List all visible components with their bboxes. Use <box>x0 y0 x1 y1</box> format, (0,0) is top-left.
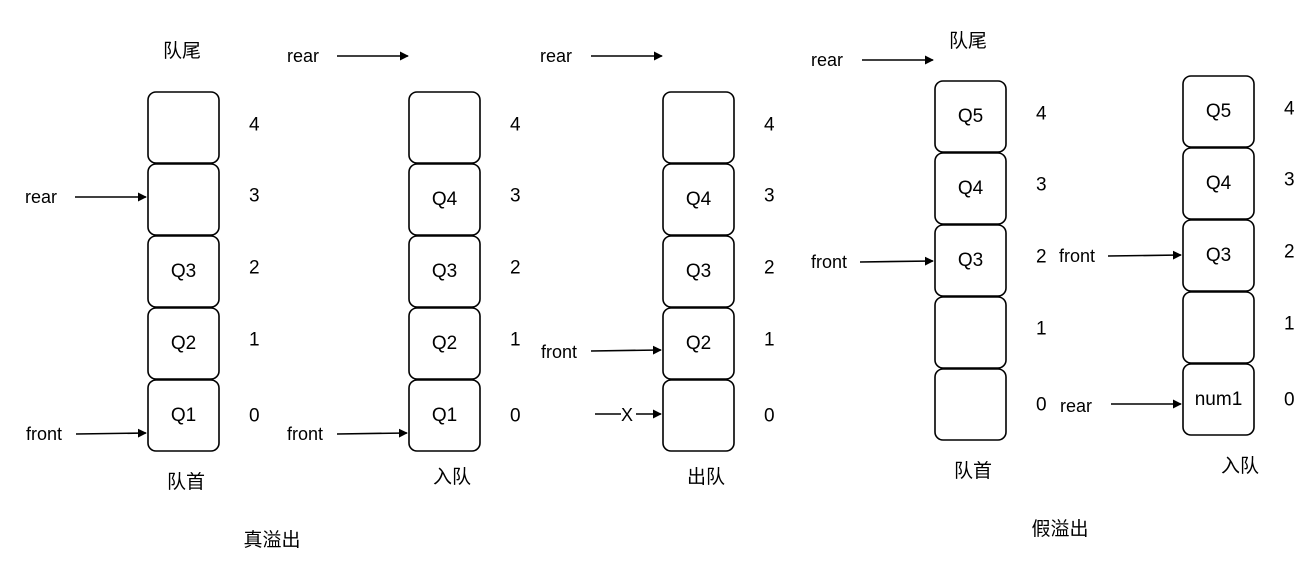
queue-cell-3: Q4 <box>408 163 481 236</box>
queue-stack-3: rear Q4 Q3 Q2 4 3 2 1 0 front X 出队 <box>540 46 775 488</box>
head-caption: 队首 <box>167 471 205 493</box>
index-label: 0 <box>1284 390 1295 411</box>
index-label: 4 <box>510 115 521 136</box>
index-label: 3 <box>1284 170 1295 191</box>
index-label: 2 <box>1284 242 1295 263</box>
queue-cell-1: Q2 <box>408 307 481 380</box>
queue-cell-0 <box>662 379 735 452</box>
queue-cell-3 <box>147 163 220 236</box>
rear-pointer-label: rear <box>540 46 572 66</box>
index-label: 1 <box>1036 319 1047 340</box>
queue-cell-1 <box>1182 291 1255 364</box>
false-overflow-caption: 假溢出 <box>1031 518 1088 540</box>
index-label: 1 <box>1284 314 1295 335</box>
index-label: 3 <box>764 186 775 207</box>
svg-text:Q1: Q1 <box>171 405 196 426</box>
queue-cell-1: Q2 <box>147 307 220 380</box>
index-label: 1 <box>249 330 260 351</box>
index-label: 4 <box>1284 99 1295 120</box>
svg-text:Q4: Q4 <box>958 178 984 199</box>
front-pointer-arrow <box>1107 250 1182 260</box>
queue-stack-4: 队尾 rear Q5 Q4 Q3 4 3 2 1 0 front 队首 <box>811 30 1047 482</box>
rear-pointer-label: rear <box>287 46 319 66</box>
svg-text:Q2: Q2 <box>171 333 196 354</box>
queue-cell-2: Q3 <box>147 235 220 308</box>
index-label: 3 <box>249 186 260 207</box>
queue-cell-2: Q3 <box>662 235 735 308</box>
svg-text:Q4: Q4 <box>432 189 458 210</box>
index-label: 4 <box>764 115 775 136</box>
index-label: 1 <box>764 330 775 351</box>
front-pointer-label: front <box>26 424 62 444</box>
head-caption: 队首 <box>954 460 992 482</box>
queue-cell-2: Q3 <box>934 224 1007 297</box>
queue-cell-0: num1 <box>1182 363 1255 436</box>
queue-cell-4: Q5 <box>934 80 1007 153</box>
svg-text:num1: num1 <box>1195 389 1243 410</box>
svg-text:Q3: Q3 <box>958 250 983 271</box>
tail-caption: 队尾 <box>163 40 201 62</box>
front-pointer-label: front <box>541 342 577 362</box>
front-pointer-arrow <box>336 428 408 438</box>
index-label: 0 <box>1036 395 1047 416</box>
rear-pointer-label: rear <box>25 187 57 207</box>
front-pointer-label: front <box>811 252 847 272</box>
enqueue-caption: 入队 <box>433 466 471 488</box>
rear-pointer-label: rear <box>811 50 843 70</box>
svg-text:Q3: Q3 <box>432 261 457 282</box>
queue-cell-0: Q1 <box>147 379 220 452</box>
queue-cell-4: Q5 <box>1182 75 1255 148</box>
queue-cell-3: Q4 <box>1182 147 1255 220</box>
svg-text:Q2: Q2 <box>686 333 711 354</box>
queue-cell-3: Q4 <box>934 152 1007 225</box>
front-pointer-label: front <box>287 424 323 444</box>
queue-stack-1: 队尾 Q3 Q2 Q1 4 3 2 1 0 rear front 队首 <box>25 40 260 493</box>
index-label: 2 <box>764 258 775 279</box>
enqueue-caption: 入队 <box>1221 455 1259 477</box>
queue-cell-3: Q4 <box>662 163 735 236</box>
removed-pointer-mark: X <box>621 405 633 425</box>
queue-cell-0: Q1 <box>408 379 481 452</box>
index-label: 2 <box>1036 247 1047 268</box>
index-label: 4 <box>1036 104 1047 125</box>
index-label: 2 <box>249 258 260 279</box>
queue-cell-1: Q2 <box>662 307 735 380</box>
index-label: 4 <box>249 115 260 136</box>
svg-text:Q3: Q3 <box>1206 245 1231 266</box>
queue-stack-5: Q5 Q4 Q3 num1 4 3 2 1 0 front rear 入队 <box>1059 75 1295 477</box>
index-label: 0 <box>510 406 521 427</box>
queue-cell-2: Q3 <box>408 235 481 308</box>
index-label: 0 <box>764 406 775 427</box>
front-pointer-arrow <box>75 428 147 438</box>
front-pointer-arrow <box>859 256 934 266</box>
svg-text:Q5: Q5 <box>958 106 983 127</box>
front-pointer-label: front <box>1059 246 1095 266</box>
svg-text:Q3: Q3 <box>171 261 196 282</box>
queue-cell-4 <box>408 91 481 164</box>
svg-text:Q1: Q1 <box>432 405 457 426</box>
svg-text:Q4: Q4 <box>1206 173 1232 194</box>
dequeue-caption: 出队 <box>687 466 725 488</box>
rear-pointer-label: rear <box>1060 396 1092 416</box>
svg-text:Q2: Q2 <box>432 333 457 354</box>
index-label: 0 <box>249 406 260 427</box>
tail-caption: 队尾 <box>949 30 987 52</box>
queue-cell-0 <box>934 368 1007 441</box>
queue-stack-2: rear Q4 Q3 Q2 Q1 4 3 2 1 0 front 入队 <box>287 46 521 488</box>
queue-cell-4 <box>147 91 220 164</box>
index-label: 3 <box>1036 175 1047 196</box>
queue-cell-1 <box>934 296 1007 369</box>
index-label: 3 <box>510 186 521 207</box>
svg-text:Q5: Q5 <box>1206 101 1231 122</box>
queue-cell-2: Q3 <box>1182 219 1255 292</box>
svg-text:Q3: Q3 <box>686 261 711 282</box>
svg-text:Q4: Q4 <box>686 189 712 210</box>
true-overflow-caption: 真溢出 <box>243 529 300 551</box>
index-label: 2 <box>510 258 521 279</box>
queue-cell-4 <box>662 91 735 164</box>
index-label: 1 <box>510 330 521 351</box>
front-pointer-arrow <box>590 345 662 355</box>
